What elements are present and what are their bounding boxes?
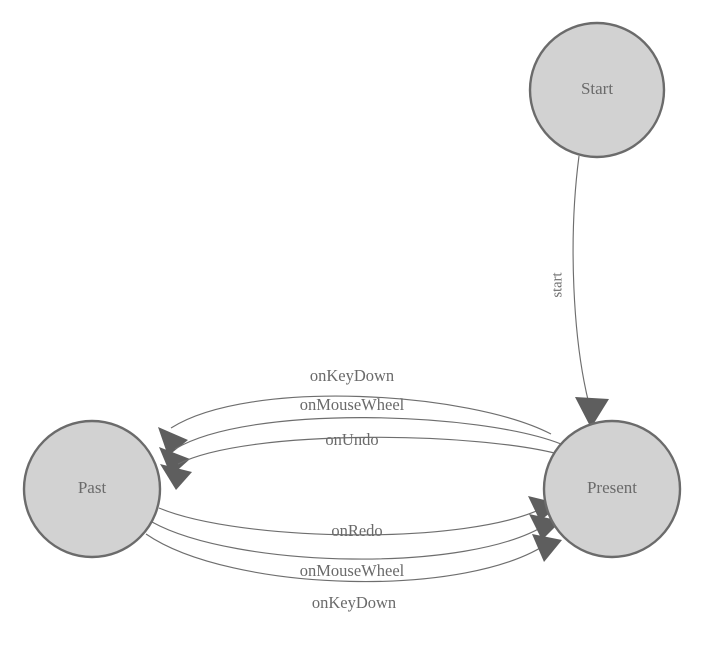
state-node-past-label: Past bbox=[78, 478, 107, 497]
arrowhead-present-past-2 bbox=[159, 447, 190, 476]
edge-label-present-past-onundo: onUndo bbox=[325, 430, 378, 449]
arrowhead-present-past-1 bbox=[158, 427, 188, 456]
edge-present-to-past-onkeydown[interactable]: onKeyDown bbox=[158, 366, 552, 456]
state-node-start[interactable]: Start bbox=[528, 21, 666, 159]
state-node-start-label: Start bbox=[581, 79, 613, 98]
arrowhead-past-present-3 bbox=[532, 534, 562, 562]
arrowhead-start-present bbox=[575, 397, 609, 428]
edge-start-to-present[interactable]: start bbox=[549, 155, 609, 428]
edge-label-start: start bbox=[549, 273, 565, 298]
state-node-past[interactable]: Past bbox=[22, 419, 162, 559]
edge-path-present-past-2 bbox=[174, 417, 562, 450]
edge-path-start-present bbox=[572, 155, 590, 405]
edge-past-to-present-onkeydown[interactable]: onKeyDown bbox=[145, 533, 562, 612]
edge-label-past-present-onkeydown: onKeyDown bbox=[312, 593, 396, 612]
edge-label-present-past-onmousewheel: onMouseWheel bbox=[300, 395, 405, 414]
state-node-start-circle bbox=[528, 21, 666, 159]
state-node-past-circle bbox=[22, 419, 162, 559]
edge-label-past-present-onmousewheel: onMouseWheel bbox=[300, 561, 405, 580]
edge-past-to-present-onredo[interactable]: onRedo bbox=[158, 496, 561, 540]
state-node-present-label: Present bbox=[587, 478, 637, 497]
edge-path-present-past-3 bbox=[177, 436, 563, 465]
edge-label-past-present-onredo: onRedo bbox=[331, 521, 382, 540]
edge-path-past-present-3 bbox=[145, 533, 552, 583]
state-node-present[interactable]: Present bbox=[542, 419, 682, 559]
state-node-present-circle bbox=[542, 419, 682, 559]
edge-present-to-past-onmousewheel[interactable]: onMouseWheel bbox=[159, 395, 562, 476]
arrowhead-present-past-3 bbox=[160, 464, 192, 490]
edge-present-to-past-onundo[interactable]: onUndo bbox=[160, 430, 563, 490]
edge-path-past-present-2 bbox=[151, 521, 548, 560]
edge-path-present-past-1 bbox=[170, 395, 552, 435]
edge-path-past-present-1 bbox=[158, 506, 546, 536]
edge-label-present-past-onkeydown: onKeyDown bbox=[310, 366, 394, 385]
